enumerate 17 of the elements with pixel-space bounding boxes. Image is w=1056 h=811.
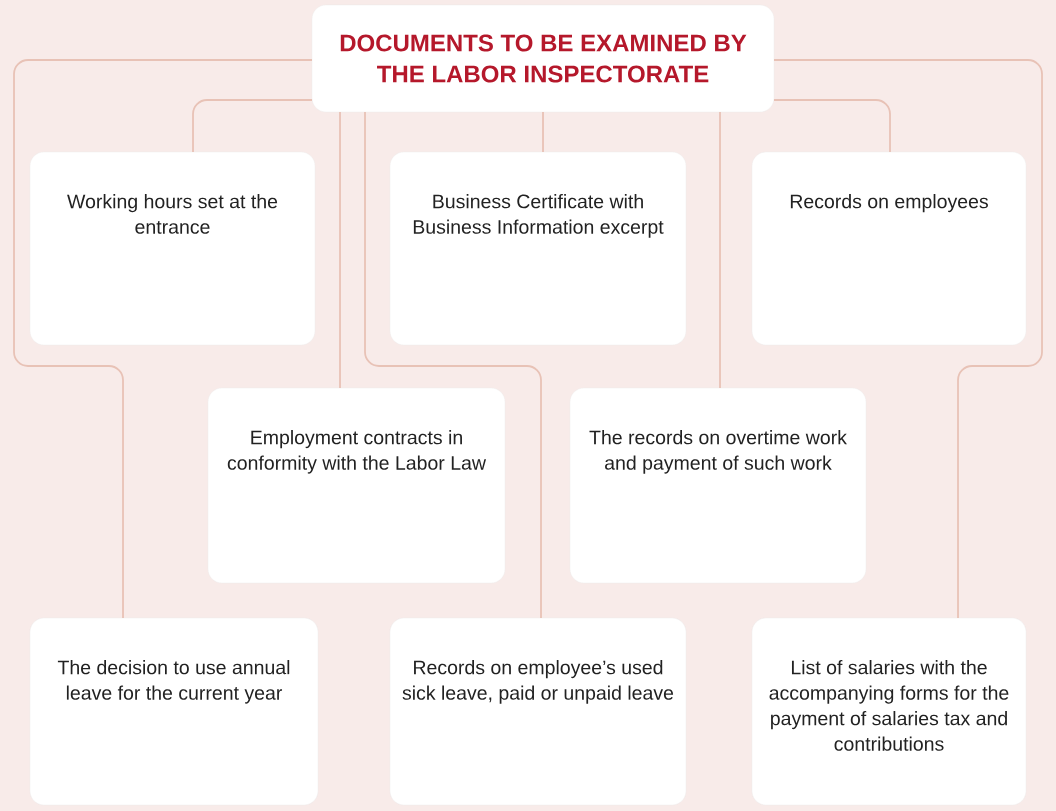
connector-line bbox=[719, 111, 721, 389]
document-box: Employment contracts in conformity with the Labor Law bbox=[207, 387, 506, 584]
connector-line bbox=[339, 111, 341, 389]
document-box: Working hours set at the entrance bbox=[29, 151, 316, 346]
document-box: List of salaries with the accompanying forms for the payment of salaries tax and contributions bbox=[751, 617, 1027, 806]
connector-line bbox=[542, 111, 544, 153]
title-box: DOCUMENTS TO BE EXAMINED BY THE LABOR INSPECTORATE bbox=[311, 4, 775, 113]
document-box: Records on employees bbox=[751, 151, 1027, 346]
connector-line bbox=[364, 111, 542, 619]
document-box: The decision to use annual leave for the current year bbox=[29, 617, 319, 806]
connector-line bbox=[13, 59, 313, 619]
connector-line bbox=[773, 99, 891, 153]
document-box: Records on employee’s used sick leave, paid or unpaid leave bbox=[389, 617, 687, 806]
document-box: The records on overtime work and payment of such work bbox=[569, 387, 867, 584]
connector-line bbox=[773, 59, 1043, 619]
document-box: Business Certificate with Business Information excerpt bbox=[389, 151, 687, 346]
connector-line bbox=[192, 99, 313, 153]
